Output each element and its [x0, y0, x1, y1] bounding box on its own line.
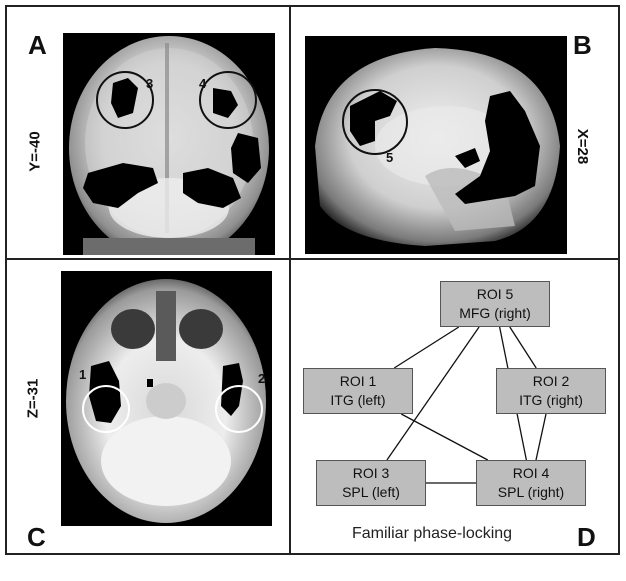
roi-2-label: 2 — [258, 371, 266, 386]
edge-roi2-roi4 — [535, 413, 547, 461]
edge-roi5-roi2 — [509, 326, 537, 369]
node-roi-4: ROI 4 SPL (right) — [476, 460, 586, 506]
activation-blobs-a — [83, 78, 261, 208]
roi-4-circle — [199, 71, 257, 129]
roi-1-label: 1 — [79, 367, 87, 382]
panel-c-axial-slice — [61, 271, 272, 526]
panel-d-letter: D — [577, 522, 596, 552]
panel-b-letter: B — [573, 30, 592, 60]
node-roi-5-region: MFG (right) — [459, 305, 531, 321]
node-roi-1-region: ITG (left) — [330, 392, 386, 408]
activation-blobs-c — [89, 361, 243, 423]
figure-frame — [5, 5, 620, 555]
node-roi-2-region: ITG (right) — [519, 392, 583, 408]
node-roi-4-name: ROI 4 — [512, 465, 550, 481]
panel-b-sagittal-slice — [305, 36, 567, 254]
panel-c-letter: C — [27, 522, 46, 552]
edge-roi5-roi3 — [386, 326, 480, 461]
node-roi-1-name: ROI 1 — [339, 373, 377, 389]
vertical-divider — [289, 5, 291, 555]
node-roi-4-region: SPL (right) — [497, 484, 565, 500]
panel-d-caption: Familiar phase-locking — [352, 525, 513, 542]
node-roi-5-name: ROI 5 — [476, 286, 514, 302]
node-roi-5: ROI 5 MFG (right) — [440, 281, 550, 327]
node-roi-3: ROI 3 SPL (left) — [316, 460, 426, 506]
edge-roi5-roi1 — [393, 326, 460, 369]
roi-2-circle — [215, 385, 263, 433]
panel-a-letter: A — [28, 30, 47, 60]
horizontal-divider — [5, 258, 620, 260]
node-roi-3-region: SPL (left) — [342, 484, 400, 500]
node-roi-3-name: ROI 3 — [352, 465, 390, 481]
node-roi-2: ROI 2 ITG (right) — [496, 368, 606, 414]
node-roi-1: ROI 1 ITG (left) — [303, 368, 413, 414]
roi-5-label: 5 — [386, 150, 394, 165]
node-roi-2-name: ROI 2 — [532, 373, 570, 389]
panel-a-coronal-slice — [63, 33, 275, 255]
edge-roi1-roi4 — [400, 413, 489, 461]
roi-3-label: 3 — [146, 76, 154, 91]
roi-1-circle — [82, 385, 130, 433]
roi-4-label: 4 — [199, 76, 207, 91]
roi-3-circle — [96, 71, 154, 129]
activation-blobs-b — [350, 91, 540, 204]
roi-5-circle — [342, 89, 408, 155]
